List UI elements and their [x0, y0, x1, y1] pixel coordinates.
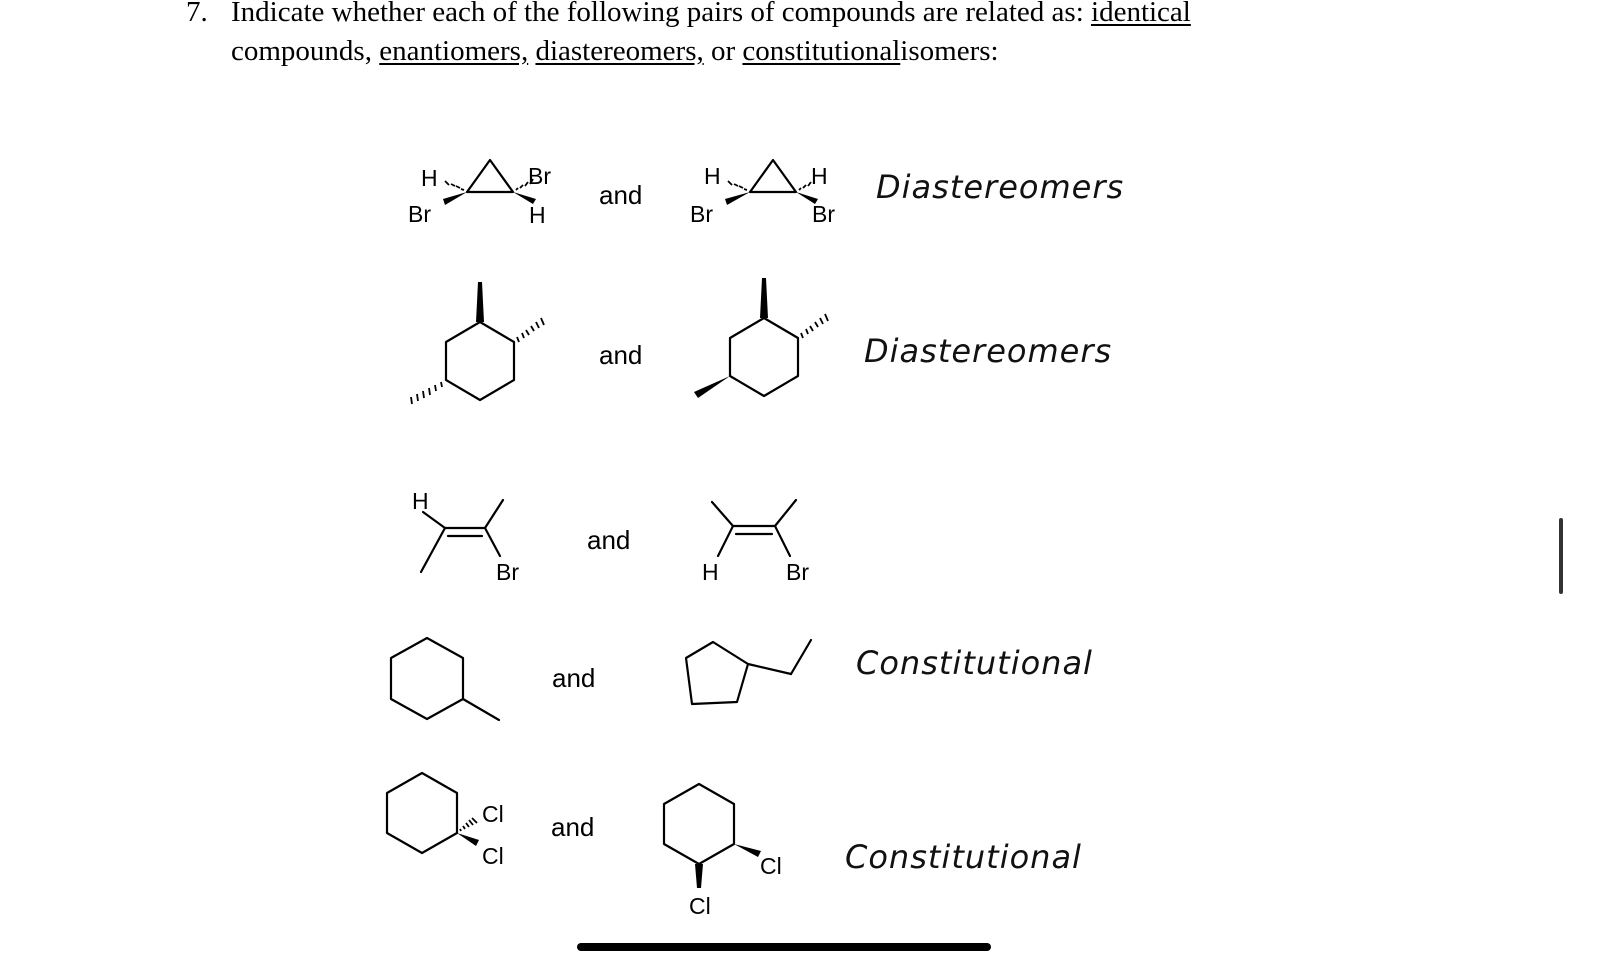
home-indicator[interactable] — [577, 943, 991, 951]
and-connector: and — [599, 340, 642, 370]
and-connector: and — [599, 180, 642, 210]
and-connector: and — [552, 663, 595, 693]
and-connector: and — [587, 525, 630, 555]
and-connector: and — [551, 812, 594, 842]
atom-label: Cl — [482, 843, 504, 869]
option-diastereomers: diastereomers, — [535, 35, 704, 67]
atom-label: Cl — [482, 801, 504, 827]
pair-5-right-structure: Cl Cl — [662, 782, 782, 919]
atom-label: Cl — [689, 893, 711, 919]
pair-1: H Br Br H and H Br H Br Diastereomers — [408, 158, 1124, 228]
pair-5-left-structure: Cl Cl — [385, 771, 504, 869]
scroll-indicator[interactable] — [1559, 518, 1563, 594]
or-text: or — [711, 35, 736, 67]
handwritten-answer: Constitutional — [845, 838, 1082, 876]
option-constitutional: constitutional — [742, 35, 901, 67]
atom-label: H — [704, 163, 721, 189]
isomers-text: isomers: — [900, 35, 999, 67]
question-line-1: Indicate whether each of the following p… — [231, 0, 1191, 31]
pair-2: and Diastereomers — [410, 278, 1112, 405]
question-text: Indicate whether each of the following p… — [231, 0, 1084, 28]
pair-2-left-structure — [410, 282, 545, 405]
atom-label: H — [412, 488, 429, 514]
handwritten-answer: Constitutional — [856, 644, 1093, 682]
pair-4-right-structure — [684, 638, 813, 706]
atom-label: H — [811, 163, 828, 189]
pair-3-left-structure: H Br — [412, 488, 519, 585]
question-line-2: compounds, enantiomers, diastereomers, o… — [231, 32, 999, 70]
pair-4-left-structure — [389, 636, 501, 722]
atom-label: Br — [812, 201, 835, 227]
atom-label: Cl — [760, 853, 782, 879]
atom-label: Br — [528, 163, 551, 189]
pair-2-right-structure — [694, 278, 829, 398]
handwritten-answer: Diastereomers — [864, 332, 1112, 370]
compounds-text: compounds, — [231, 35, 372, 67]
pair-1-right-structure: H Br H Br — [690, 158, 835, 227]
question-number: 7. — [186, 0, 208, 28]
handwritten-answer: Diastereomers — [876, 168, 1124, 206]
atom-label: H — [702, 559, 719, 585]
pair-3: H Br and H Br — [412, 488, 809, 585]
pair-4: and Constitutional — [389, 636, 1093, 722]
atom-label: Br — [786, 559, 809, 585]
atom-label: Br — [496, 559, 519, 585]
pair-1-left-structure: H Br Br H — [408, 158, 551, 228]
pair-3-right-structure: H Br — [702, 498, 809, 585]
atom-label: Br — [690, 201, 713, 227]
atom-label: H — [529, 202, 546, 228]
pair-5: Cl Cl and Cl Cl Constitutional — [385, 771, 1082, 919]
atom-label: H — [421, 165, 438, 191]
option-enantiomers: enantiomers, — [379, 35, 529, 67]
question-header: 7. Indicate whether each of the followin… — [0, 0, 1600, 80]
option-identical: identical — [1091, 0, 1191, 28]
atom-label: Br — [408, 201, 431, 227]
